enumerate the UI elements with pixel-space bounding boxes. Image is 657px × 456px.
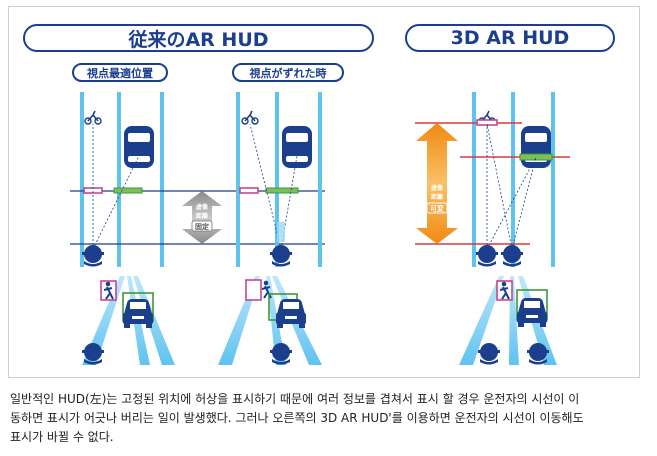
lane-line [318, 92, 322, 267]
car-rear-icon [276, 299, 306, 328]
hud-marker-pink [239, 187, 259, 194]
car-icon [124, 126, 154, 168]
driver-view-shifted [218, 276, 322, 365]
lane-line [236, 92, 240, 267]
lane-line [160, 92, 164, 267]
conventional-hud-title-text: 従来のAR HUD [128, 28, 269, 51]
sight-line [249, 123, 282, 250]
caption: 일반적인 HUD(左)는 고정된 위치에 허상을 표시하기 때문에 여러 정보를… [10, 390, 650, 447]
car-icon [521, 126, 551, 168]
variable-distance-arrow: 虚像 距離 可変 [416, 123, 458, 244]
fixed-label-line2: 距離 [196, 212, 208, 220]
sight-line [486, 123, 513, 250]
3d-ar-hud-title-text: 3D AR HUD [450, 27, 570, 49]
caption-line: 동하면 표시가 어긋나 버리는 일이 발생했다. 그러나 오른쪽의 3D AR … [10, 411, 584, 425]
optimal-viewpoint-label: 視点最適位置 [72, 63, 168, 82]
hud-marker-green [113, 187, 143, 194]
cyclist-icon [241, 110, 259, 125]
caption-line: 표시가 바뀔 수 없다. [10, 430, 114, 444]
road-lane-right [133, 276, 175, 365]
driver-head-icon [270, 245, 292, 267]
road-lane-left [459, 276, 504, 365]
panel-3d-top [415, 92, 570, 267]
sight-line [511, 156, 537, 250]
lane-line [551, 92, 555, 267]
hud-diagram: 虚像 距離 固定 虚像 [70, 92, 570, 365]
fixed-distance-arrow: 虚像 距離 固定 [182, 191, 222, 244]
lane-line [117, 92, 121, 267]
lane-line [80, 92, 84, 267]
driver-head-icon [476, 245, 498, 267]
lane-line [472, 92, 476, 267]
variable-label-line2: 距離 [431, 193, 443, 201]
hud-marker-green [265, 187, 299, 194]
variable-label-line1: 虚像 [431, 184, 444, 192]
conventional-hud-title: 従来のAR HUD [23, 24, 374, 52]
optimal-viewpoint-text: 視点最適位置 [87, 66, 153, 80]
driver-view-optimal [82, 276, 175, 365]
lane-line [511, 92, 515, 267]
car-icon [282, 126, 312, 168]
panel-optimal-top [70, 92, 325, 267]
driver-head-icon [82, 245, 104, 267]
car-rear-icon [517, 298, 547, 327]
cyclist-icon [84, 110, 102, 125]
sight-line [486, 156, 537, 250]
shifted-viewpoint-label: 視点がずれた時 [232, 63, 344, 82]
pedestrian-frame [245, 279, 262, 301]
driver-head-icon [478, 343, 500, 365]
shifted-viewpoint-text: 視点がずれた時 [249, 66, 327, 80]
panel-shifted-top [236, 92, 322, 267]
3d-ar-hud-title: 3D AR HUD [405, 24, 615, 52]
fixed-label-line3: 固定 [195, 222, 209, 231]
caption-line: 일반적인 HUD(左)는 고정된 위치에 허상을 표시하기 때문에 여러 정보를… [10, 392, 580, 406]
car-rear-icon [123, 299, 153, 328]
variable-label-line3: 可変 [430, 204, 444, 213]
lane-line [275, 92, 279, 267]
sight-line [92, 155, 140, 250]
driver-view-3d [459, 276, 557, 365]
fixed-label-line1: 虚像 [196, 203, 209, 211]
